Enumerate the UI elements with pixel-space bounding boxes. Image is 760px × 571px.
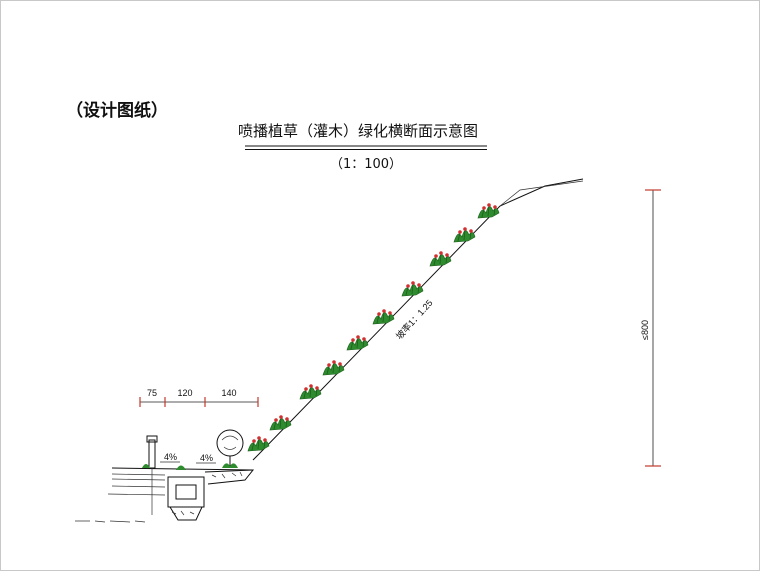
verge-shrub-middle (176, 465, 186, 470)
dimension-120: 120 (177, 388, 192, 398)
tree-icon (216, 429, 244, 468)
verge-shrub-left (142, 464, 150, 468)
slope-crest-line (499, 180, 584, 207)
shoulder-block (204, 469, 255, 485)
bottom-faint-annotation (75, 520, 146, 523)
scale-label: （1：100） (330, 157, 402, 172)
shrub-clump (299, 384, 322, 400)
shrub-clump (269, 415, 292, 431)
height-dimension-label: ≤800 (640, 320, 650, 340)
road-base-structure (107, 467, 255, 496)
shrub-clump (453, 227, 476, 243)
shrub-clump (322, 360, 345, 376)
gradient-left: 4% (164, 452, 177, 462)
dimension-75: 75 (147, 388, 157, 398)
gradient-right: 4% (200, 453, 213, 463)
guard-post (146, 435, 158, 515)
dimension-140: 140 (221, 388, 236, 398)
shrub-clump (401, 281, 424, 297)
drainage-ditch (167, 476, 205, 521)
slope-ratio-label: 坡率1：1.25 (393, 297, 434, 341)
shrub-clump (247, 436, 270, 452)
figure-title: 喷播植草（灌木）绿化横断面示意图 (238, 122, 478, 140)
shrub-clump (477, 203, 500, 219)
ditch-body (167, 476, 205, 508)
vegetation-group (247, 203, 500, 452)
shrub-clump (429, 251, 452, 267)
ditch-channel (175, 484, 197, 500)
shrub-clump (346, 335, 369, 351)
shrub-clump (372, 309, 395, 325)
ditch-bottom (169, 506, 203, 521)
design-drawing-label: （设计图纸） (66, 100, 168, 121)
